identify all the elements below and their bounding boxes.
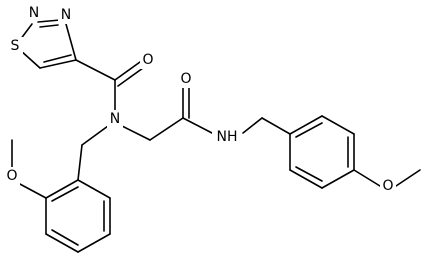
bond-n-n: [37, 19, 61, 23]
bond-ch2-ring-left: [77, 144, 83, 181]
bond-ring2-e-double: [295, 166, 323, 182]
atom-s: S: [11, 38, 20, 54]
bond-ring1-o: [17, 182, 47, 199]
bond-n-n-double: [39, 24, 59, 28]
bond-carbonyl2-nh: [182, 117, 213, 134]
bond-nh-ch2-right: [242, 117, 263, 134]
atom-o-methoxy-right: O: [382, 178, 393, 194]
atom-o-methoxy-left: O: [6, 168, 17, 184]
atom-labels: N N S O N O NH O O: [4, 3, 396, 195]
bond-ring2-e: [289, 169, 323, 189]
bond-c4-carbonyl: [75, 59, 116, 81]
atom-n-right: N: [61, 7, 71, 23]
atom-n-amide: N: [110, 111, 120, 127]
bond-ring1-f-double: [51, 186, 79, 202]
bond-ch2-carbonyl2: [149, 117, 184, 141]
bond-ring2-a: [289, 115, 323, 135]
atom-nh: NH: [217, 129, 238, 145]
atom-o-carbonyl-1: O: [142, 52, 153, 68]
bond-ch2-ring-right: [261, 117, 291, 135]
atom-n-top: N: [29, 5, 39, 21]
bonds: [11, 19, 421, 253]
bond-ring2-o: [353, 169, 381, 187]
atom-o-carbonyl-2: O: [180, 71, 191, 87]
bond-n-ch2-gly: [121, 125, 151, 141]
bond-n-c4: [65, 23, 77, 61]
bond-ring2-b: [321, 115, 355, 135]
bond-c4-c5-double: [43, 54, 72, 63]
bond-carbonyl1-o: [114, 61, 141, 81]
bond-ring1-a: [77, 179, 111, 199]
bond-ring1-f: [45, 179, 79, 199]
bond-ring1-d: [45, 233, 79, 253]
bond-ring2-a-double: [295, 122, 323, 138]
bond-n-ch2-left: [81, 125, 109, 146]
bond-o-me-right: [395, 169, 421, 187]
bond-carbonyl1-o-double: [117, 67, 144, 87]
bond-ring1-c: [77, 233, 111, 253]
bond-c4-c5: [39, 59, 77, 69]
bond-ring2-d: [321, 169, 355, 189]
bond-c5-s: [19, 49, 41, 69]
bond-ring1-d-double: [51, 229, 79, 246]
